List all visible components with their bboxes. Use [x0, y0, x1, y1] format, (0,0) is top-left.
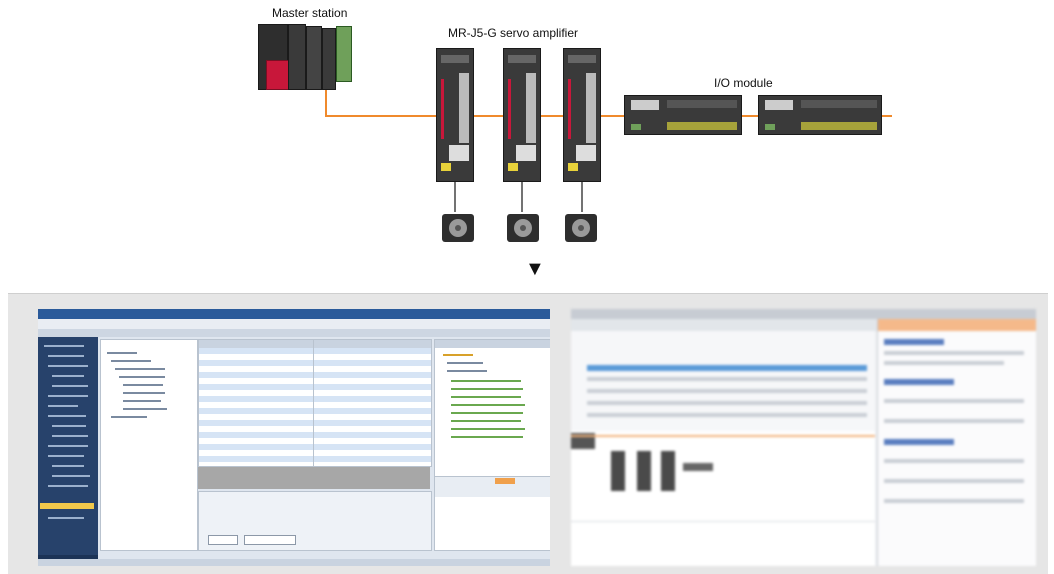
- servo-motor-1: [442, 214, 474, 242]
- navigation-pane: [38, 337, 98, 566]
- network-configuration-screenshot: [571, 309, 1036, 566]
- motor-cables: [454, 182, 583, 212]
- engineering-software-screenshot: [38, 309, 550, 566]
- io-module-2: [758, 95, 882, 135]
- servo-motor-3: [565, 214, 597, 242]
- module-library-pane: [434, 339, 550, 551]
- servo-amplifier-label: MR-J5-G servo amplifier: [448, 26, 579, 40]
- io-module-label: I/O module: [714, 76, 773, 90]
- parameter-table: [198, 339, 432, 467]
- servo-motor-2: [507, 214, 539, 242]
- software-screenshots-panel: [8, 293, 1048, 574]
- servo-amplifier-1: [436, 48, 474, 182]
- servo-amplifier-3: [563, 48, 601, 182]
- master-station-label: Master station: [272, 6, 348, 20]
- down-arrow-icon: ▼: [525, 258, 545, 280]
- io-module-1: [624, 95, 742, 135]
- master-station-plc: [258, 24, 354, 90]
- servo-amplifier-2: [503, 48, 541, 182]
